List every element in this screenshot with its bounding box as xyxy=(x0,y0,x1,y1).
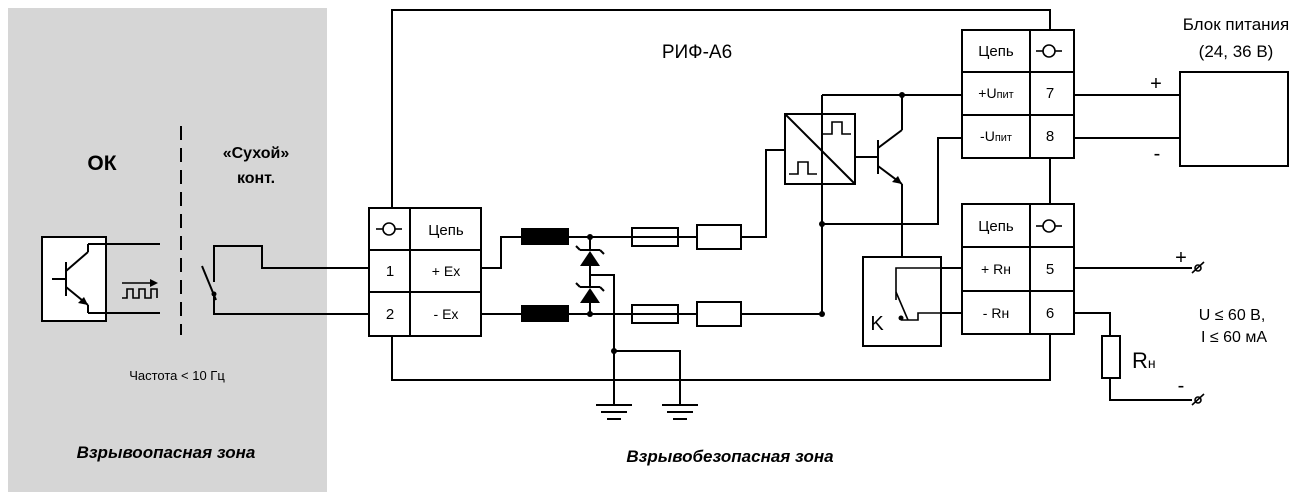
input-terminal-2-label: - Ex xyxy=(434,306,459,322)
output-terminal-5-num: 5 xyxy=(1046,261,1054,278)
output-minus-terminal-icon xyxy=(1191,393,1205,406)
device-enclosure xyxy=(391,9,1051,381)
ground-icon xyxy=(596,404,632,420)
device-name: РИФ-А6 xyxy=(662,42,732,63)
load-plus: + xyxy=(1175,247,1187,269)
output-terminal-6-num: 6 xyxy=(1046,305,1054,322)
relay-label: K xyxy=(870,313,884,335)
ok-label: ОК xyxy=(87,152,116,175)
load-resistor-label: Rн xyxy=(1132,348,1156,373)
input-terminal-block: Цепь 1 + Ex 2 - Ex xyxy=(368,207,482,337)
load-voltage-limit: U ≤ 60 В, xyxy=(1199,307,1266,324)
input-terminal-1-label: + Ex xyxy=(432,263,460,279)
open-collector-transistor-icon xyxy=(41,236,107,322)
load-resistor xyxy=(1101,335,1121,379)
ferrite-bead-2 xyxy=(521,305,569,322)
output-terminal-5-label: + Rн xyxy=(981,261,1011,277)
output-transistor-icon xyxy=(877,129,903,185)
ground-icon xyxy=(662,404,698,420)
power-terminal-7-label: +Uпит xyxy=(978,85,1013,101)
terminal-symbol-icon xyxy=(376,222,402,236)
relay-k: K xyxy=(862,256,942,347)
power-supply-box xyxy=(1179,71,1289,167)
pulse-signal-icon xyxy=(122,279,158,299)
output-terminal-6-label: - Rн xyxy=(983,305,1009,321)
output-header-label: Цепь xyxy=(978,218,1014,235)
signal-converter-icon xyxy=(784,113,856,185)
output-terminal-block: Цепь + Rн 5 - Rн 6 xyxy=(961,203,1075,335)
frequency-note: Частота < 10 Гц xyxy=(129,368,225,383)
power-terminal-block: Цепь +Uпит 7 -Uпит 8 xyxy=(961,29,1075,159)
resistor-1 xyxy=(696,224,742,250)
hazardous-zone-label: Взрывоопасная зона xyxy=(77,443,256,462)
dry-contact-label-line1: «Сухой» xyxy=(223,145,290,162)
power-supply-title-line1: Блок питания xyxy=(1183,15,1290,34)
power-supply-plus: + xyxy=(1150,73,1162,95)
load-current-limit: I ≤ 60 мА xyxy=(1201,329,1267,346)
terminal-symbol-icon xyxy=(1036,219,1062,233)
input-terminal-2-num: 2 xyxy=(386,306,394,323)
input-header-label: Цепь xyxy=(428,222,464,239)
output-plus-terminal-icon xyxy=(1191,261,1205,274)
zener-diode-2-icon xyxy=(575,275,605,314)
input-terminal-1-num: 1 xyxy=(386,263,394,280)
dry-contact-switch-icon xyxy=(201,245,369,315)
power-supply-minus: - xyxy=(1154,143,1161,165)
load-minus: - xyxy=(1178,375,1185,397)
dry-contact-label-line2: конт. xyxy=(237,170,275,187)
zener-diode-1-icon xyxy=(575,237,605,275)
terminal-symbol-icon xyxy=(1036,44,1062,58)
power-header-label: Цепь xyxy=(978,43,1014,60)
ferrite-bead-1 xyxy=(521,228,569,245)
resistor-2 xyxy=(696,301,742,327)
power-terminal-8-num: 8 xyxy=(1046,128,1054,145)
power-terminal-8-label: -Uпит xyxy=(980,128,1012,144)
safe-zone-label: Взрывобезопасная зона xyxy=(626,447,833,466)
power-supply-title-line2: (24, 36 В) xyxy=(1199,42,1274,61)
power-terminal-7-num: 7 xyxy=(1046,85,1054,102)
